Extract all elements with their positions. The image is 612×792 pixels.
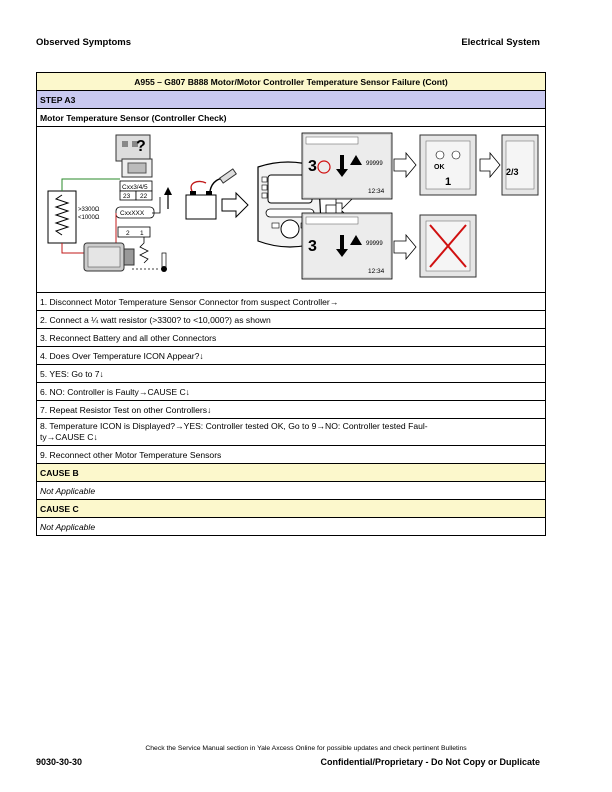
ok-label: OK (434, 164, 445, 171)
table-title: A955 – G807 B888 Motor/Motor Controller … (36, 72, 546, 91)
flow-arrow-result-1 (393, 151, 417, 179)
resistor-high-label: >3300Ω (78, 207, 100, 213)
step-line-8-part-1: 8. Temperature ICON is Displayed?→YES: C… (40, 421, 428, 431)
cause-c-heading: CAUSE C (36, 499, 546, 518)
flow-arrow-icon (221, 191, 249, 219)
flow-arrow-result-2 (479, 151, 501, 179)
connector-socket-icon (121, 158, 153, 178)
resistor-icon (47, 190, 77, 244)
step-line-8: 8. Temperature ICON is Displayed?→YES: C… (36, 418, 546, 446)
step-line-1: 1. Disconnect Motor Temperature Sensor C… (36, 292, 546, 311)
hour-meter-top: 99999 (366, 161, 383, 167)
controller-ok-icon: OK 1 (419, 134, 477, 196)
controller-label: CxxXXX (120, 210, 145, 217)
pin-22-label: 22 (140, 193, 148, 200)
step-line-2: 2. Connect a ¼ watt resistor (>3300? to … (36, 310, 546, 329)
step-line-3: 3. Reconnect Battery and all other Conne… (36, 328, 546, 347)
clock-bottom: 12:34 (368, 268, 385, 275)
pin-1-label: 1 (140, 230, 144, 237)
pin-23-label: 23 (123, 193, 131, 200)
connector-plug-icon: ? (115, 134, 151, 162)
result-1-label: 1 (445, 176, 451, 188)
up-arrow-icon (164, 187, 172, 209)
temperature-sensor-icon (132, 237, 167, 272)
header-chapter-title: Electrical System (461, 37, 540, 48)
cause-c-text: Not Applicable (36, 517, 546, 536)
page-number: 9030-30-30 (36, 757, 83, 767)
header-section-title: Observed Symptoms (36, 37, 132, 48)
step-line-4: 4. Does Over Temperature ICON Appear?↓ (36, 346, 546, 365)
flow-arrow-result-3 (393, 233, 417, 261)
hour-meter-bottom: 99999 (366, 241, 383, 247)
diagram-cell: ? Cxx3/4/5 23 22 CxxXXX >3300Ω <1000Ω (36, 126, 546, 293)
gear-number-top: 3 (308, 158, 317, 175)
controller-next-icon: 2/3 (501, 134, 539, 196)
battery-icon (185, 168, 237, 220)
connector-label: Cxx3/4/5 (122, 184, 148, 191)
step-heading: STEP A3 (36, 90, 546, 109)
display-panel-top: 3 99999 12:34 (301, 132, 393, 200)
footer-note: Check the Service Manual section in Yale… (145, 745, 467, 752)
clock-top: 12:34 (368, 188, 385, 195)
resistor-low-label: <1000Ω (78, 215, 100, 221)
display-panel-bottom: 3 99999 12:34 (301, 212, 393, 280)
pin-2-label: 2 (126, 230, 130, 237)
step-line-6: 6. NO: Controller is Faulty→CAUSE C↓ (36, 382, 546, 401)
test-diagram: ? Cxx3/4/5 23 22 CxxXXX >3300Ω <1000Ω (47, 132, 539, 280)
step-line-5: 5. YES: Go to 7↓ (36, 364, 546, 383)
result-23-label: 2/3 (506, 167, 519, 177)
cause-b-text: Not Applicable (36, 481, 546, 500)
controller-faulty-icon (419, 214, 477, 278)
step-line-9: 9. Reconnect other Motor Temperature Sen… (36, 445, 546, 464)
confidential-notice: Confidential/Proprietary - Do Not Copy o… (320, 757, 540, 767)
procedure-table: A955 – G807 B888 Motor/Motor Controller … (36, 72, 546, 536)
step-subtitle: Motor Temperature Sensor (Controller Che… (36, 108, 546, 127)
cause-b-heading: CAUSE B (36, 463, 546, 482)
step-line-8-part-2: ty→CAUSE C↓ (40, 432, 98, 442)
step-line-7: 7. Repeat Resistor Test on other Control… (36, 400, 546, 419)
svg-text:?: ? (136, 138, 146, 155)
gear-number-bottom: 3 (308, 238, 317, 255)
motor-icon (83, 242, 135, 272)
